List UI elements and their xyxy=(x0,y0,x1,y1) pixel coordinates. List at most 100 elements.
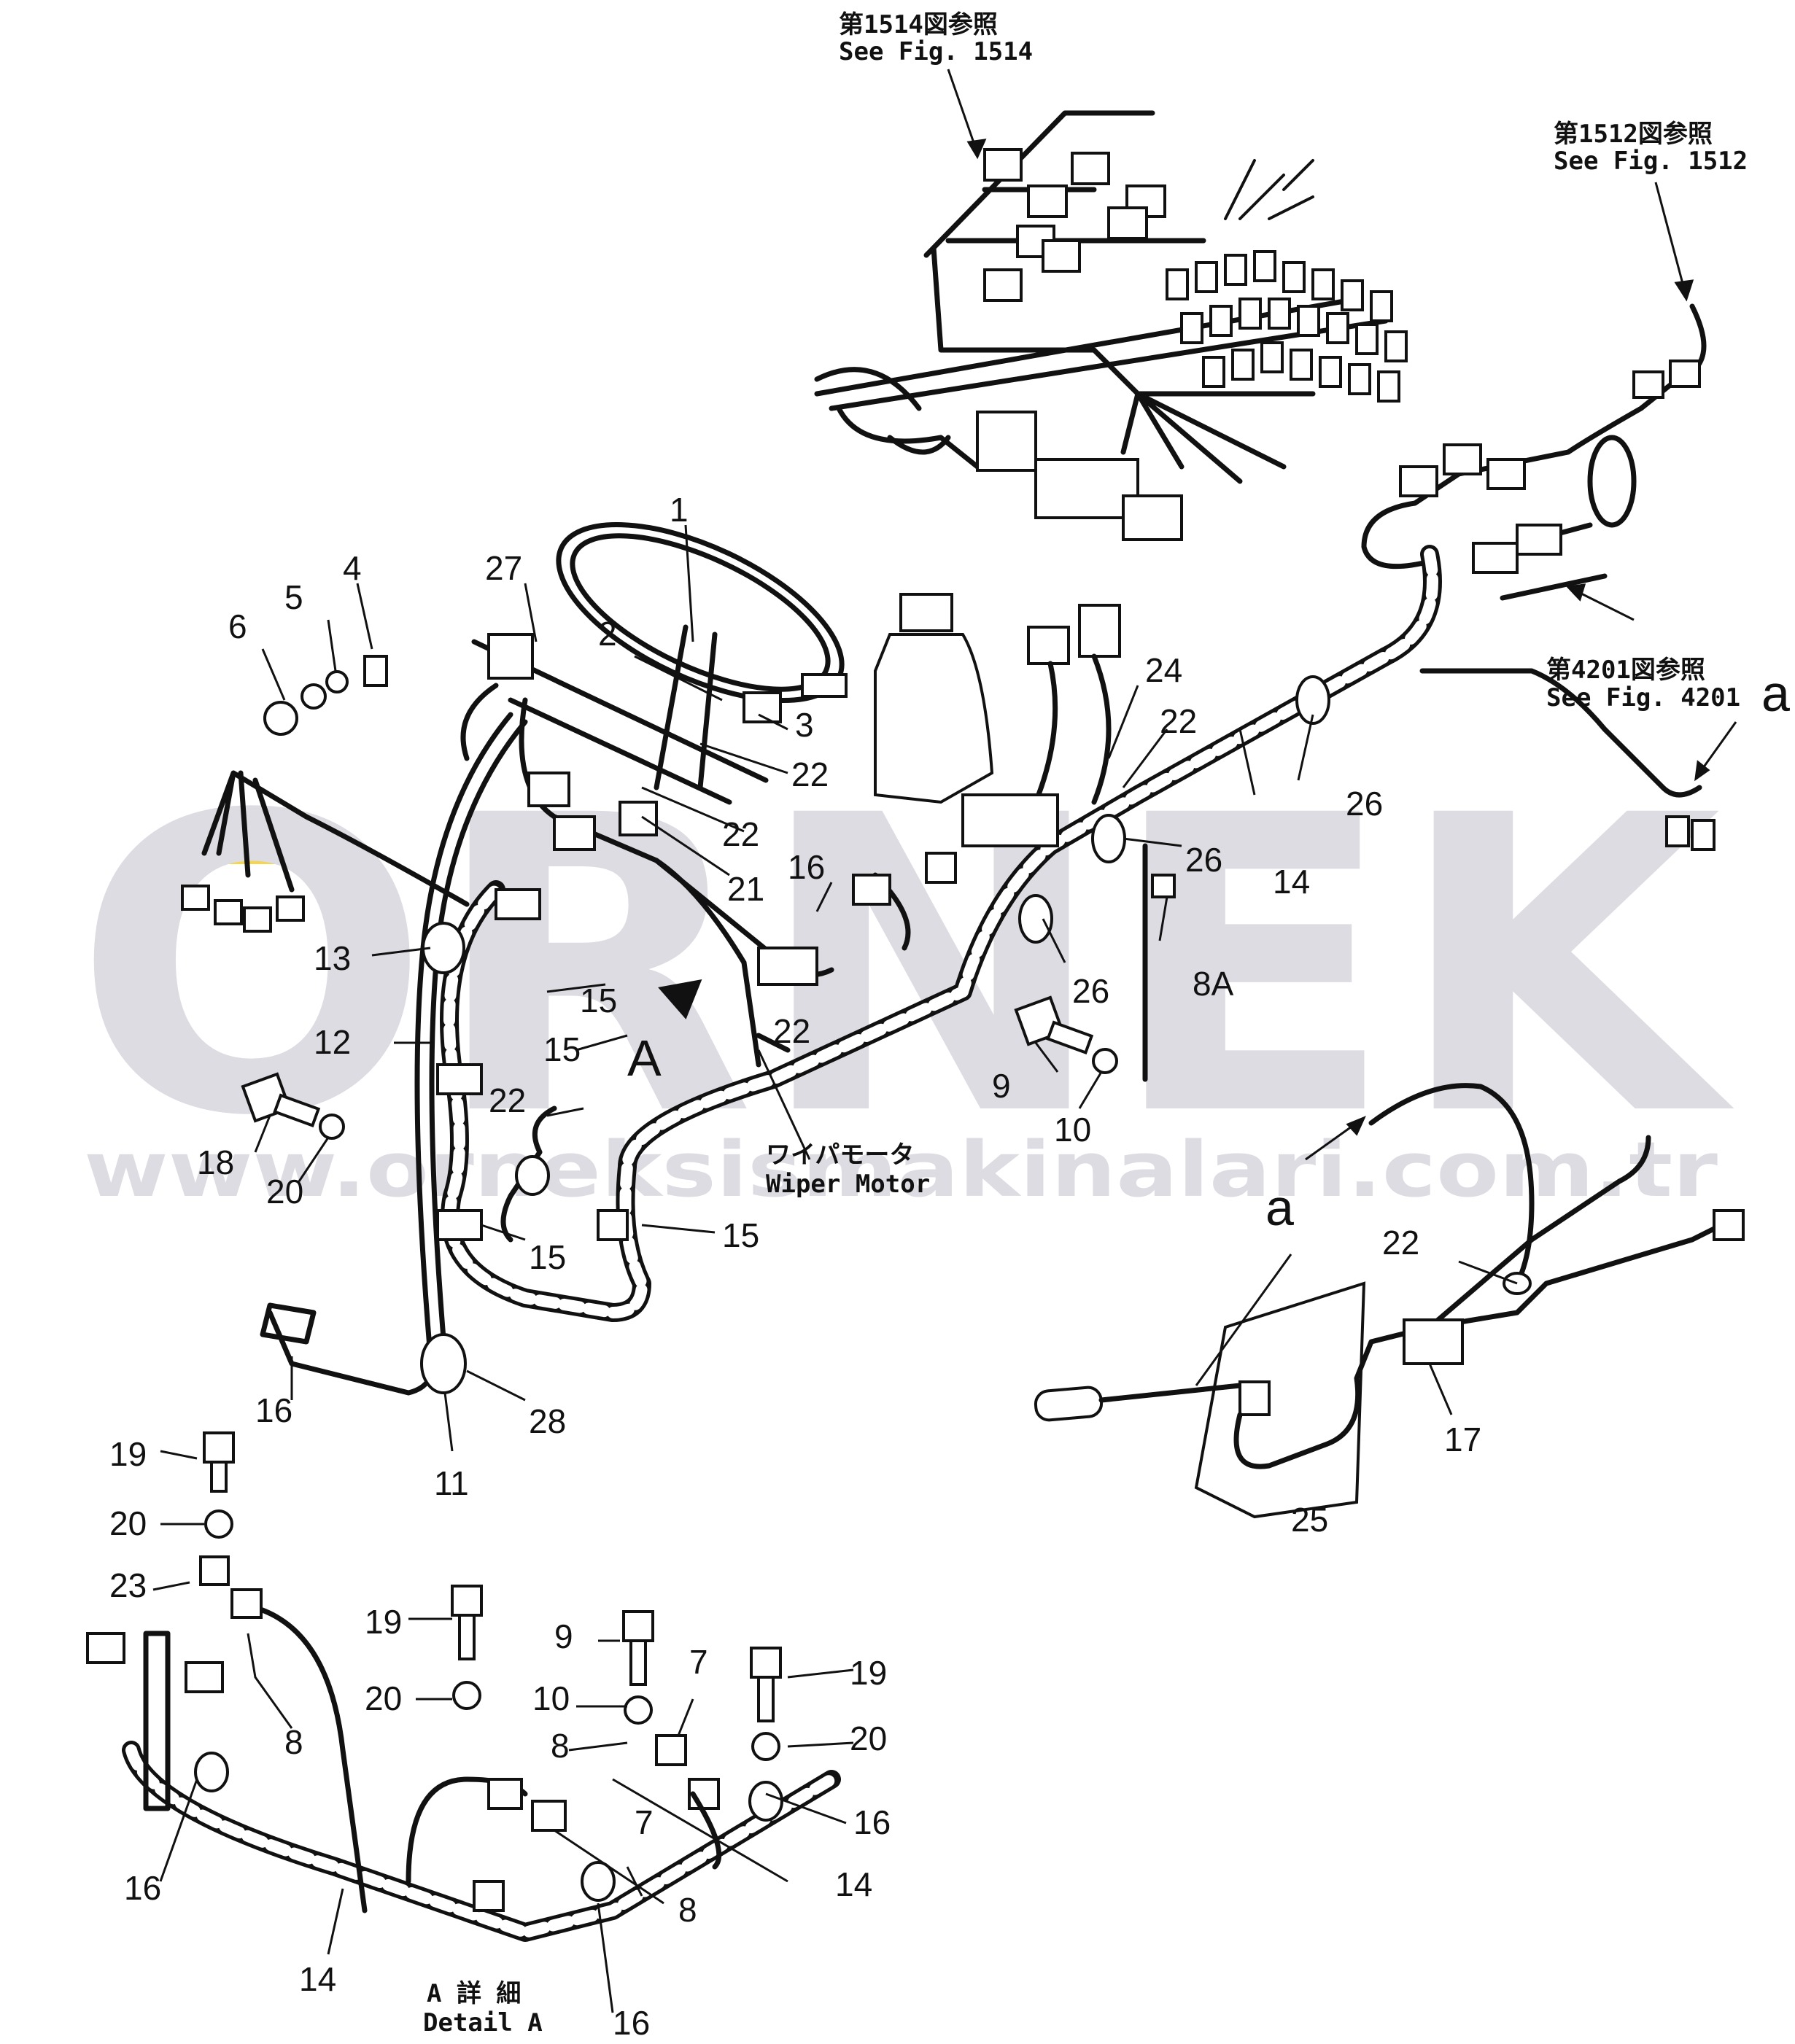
bolt-19 xyxy=(203,1431,235,1464)
callout: 18 xyxy=(197,1143,234,1181)
leaders xyxy=(152,69,1737,2013)
watermark-url: www.orneksismakinalari.com.tr xyxy=(84,1125,1718,1214)
callout: 10 xyxy=(532,1679,570,1717)
callout: 15 xyxy=(580,982,617,1019)
callout: 16 xyxy=(255,1391,292,1429)
callout: 23 xyxy=(109,1566,147,1604)
callout: 8 xyxy=(284,1723,303,1761)
view-arrow-icon xyxy=(658,979,702,1019)
connector xyxy=(1027,184,1068,218)
detail-a-en: Detail A xyxy=(423,2008,543,2037)
left-harness xyxy=(181,712,528,1396)
callout: 2 xyxy=(598,615,617,653)
bolt-9 xyxy=(622,1610,654,1642)
callout: 8 xyxy=(678,1891,697,1929)
washer-10 xyxy=(624,1695,653,1725)
right-harness xyxy=(1361,303,1715,851)
spacer-23 xyxy=(199,1555,230,1586)
callout: 20 xyxy=(850,1719,887,1757)
callout: 14 xyxy=(1273,863,1310,901)
washer-10 xyxy=(1092,1048,1118,1074)
watermark-brand: ORNEK xyxy=(73,730,1737,1205)
callout: 20 xyxy=(365,1679,402,1717)
ref-1512-en: See Fig. 1512 xyxy=(1554,147,1748,176)
lever-switch xyxy=(1034,1083,1745,1519)
callout: 16 xyxy=(124,1869,161,1907)
view-letter-a-upper: a xyxy=(1761,665,1790,722)
callout: 15 xyxy=(543,1030,581,1068)
callout: 10 xyxy=(1054,1111,1091,1149)
callout: 1 xyxy=(670,491,689,529)
connector xyxy=(1632,370,1664,399)
connector xyxy=(1691,819,1715,851)
callout: 22 xyxy=(773,1012,810,1050)
callout: 11 xyxy=(434,1464,469,1502)
connectors-24 xyxy=(925,604,1121,884)
connector xyxy=(1665,815,1690,847)
connector xyxy=(1071,152,1110,185)
switch-4 xyxy=(363,655,388,687)
callout: 24 xyxy=(1145,651,1182,689)
callouts: 1 2 3 4 5 6 27 22 22 21 16 24 22 26 26 1… xyxy=(109,491,1481,2042)
callout: 25 xyxy=(1291,1501,1328,1539)
bracket-8A xyxy=(1151,874,1176,898)
relay-box xyxy=(976,411,1037,472)
ref-4201-jp: 第4201図参照 xyxy=(1546,656,1705,685)
callout: 16 xyxy=(788,848,825,886)
callout: 20 xyxy=(266,1173,303,1211)
callout: 7 xyxy=(635,1803,654,1841)
connector xyxy=(1443,443,1482,475)
callout: 7 xyxy=(689,1643,708,1681)
connector xyxy=(1107,206,1148,240)
left-controls xyxy=(263,633,911,1243)
callout: 27 xyxy=(485,549,522,587)
callout: 17 xyxy=(1444,1421,1481,1458)
callout: 22 xyxy=(489,1081,526,1119)
callout: 9 xyxy=(992,1067,1011,1105)
ref-4201-en: See Fig. 4201 xyxy=(1546,683,1740,712)
callout: 26 xyxy=(1185,841,1222,879)
bolt-19 xyxy=(750,1647,782,1679)
ref-1512-jp: 第1512図参照 xyxy=(1554,120,1713,149)
connector xyxy=(801,673,848,698)
washer-20 xyxy=(204,1509,233,1539)
callout: 8 xyxy=(551,1727,570,1765)
fasteners-upper xyxy=(241,843,1176,1140)
callout: 8A xyxy=(1193,965,1234,1003)
steering-wheel xyxy=(471,521,848,805)
connector xyxy=(983,148,1023,182)
view-letter-a-lower: a xyxy=(1265,1179,1294,1236)
callout: 19 xyxy=(109,1435,147,1473)
callout: 16 xyxy=(613,2004,650,2042)
callout: 6 xyxy=(228,607,247,645)
view-letter-A: A xyxy=(627,1030,662,1087)
detail-a-harness xyxy=(86,1431,841,1942)
nut-6 xyxy=(263,701,298,736)
washer-20 xyxy=(751,1732,780,1761)
connector xyxy=(1399,465,1438,497)
callout: 19 xyxy=(365,1603,402,1641)
wiper-motor-jp: ワイパモータ xyxy=(766,1140,914,1170)
callout: 15 xyxy=(722,1216,759,1254)
washer-5 xyxy=(301,683,327,710)
callout: 9 xyxy=(554,1617,573,1655)
callout: 22 xyxy=(1160,702,1197,740)
callout: 16 xyxy=(853,1803,891,1841)
connector xyxy=(983,268,1023,302)
reference-labels: 第1514図参照 See Fig. 1514 第1512図参照 See Fig.… xyxy=(423,10,1790,2037)
callout: 26 xyxy=(1346,785,1383,823)
callout: 22 xyxy=(722,815,759,853)
relay-17 xyxy=(1403,1318,1464,1365)
ref-1514-jp: 第1514図参照 xyxy=(839,10,998,39)
callout: 20 xyxy=(109,1504,147,1542)
washer-20 xyxy=(452,1681,481,1710)
ref-1514-en: See Fig. 1514 xyxy=(839,37,1033,66)
callout: 15 xyxy=(529,1238,566,1276)
callout: 5 xyxy=(284,578,303,616)
callout: 26 xyxy=(1072,972,1109,1010)
watermark: ORNEK www.orneksismakinalari.com.tr xyxy=(73,730,1737,1214)
relay-box xyxy=(1122,494,1183,541)
callout: 22 xyxy=(1382,1224,1419,1262)
